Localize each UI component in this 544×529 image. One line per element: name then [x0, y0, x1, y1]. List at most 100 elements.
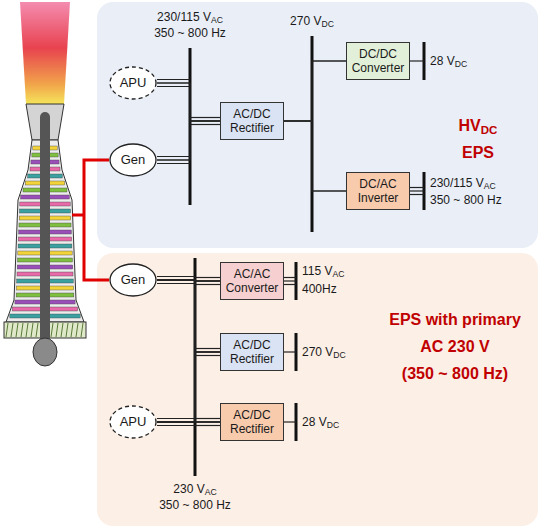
fan-blade	[31, 323, 33, 337]
bus-voltage-label: 230/115 VAC	[430, 176, 496, 190]
engine-core	[6, 140, 84, 322]
stage-stripe	[17, 272, 73, 276]
text-line: 270 VDC	[302, 345, 346, 359]
engine-fan	[4, 322, 86, 338]
stage-stripe	[25, 181, 64, 185]
fan-blade	[26, 323, 28, 337]
ellipse-shape	[110, 67, 156, 99]
text-line: Converter	[226, 281, 279, 295]
text-line: DC/AC	[358, 177, 399, 191]
bus-voltage-label: 28 VDC	[302, 415, 339, 429]
stage-stripe	[28, 174, 63, 178]
bus-voltage-label: 230 VAC	[173, 482, 216, 496]
ellipse-shape	[110, 264, 156, 296]
stage-stripe	[20, 209, 71, 213]
converter-box: DC/AC Inverter	[346, 172, 410, 210]
converter-box: AC/DC Rectifier	[220, 403, 284, 441]
converter-box: AC/DC Rectifier	[220, 102, 284, 140]
stage-stripe	[21, 195, 70, 199]
text-line: 115 VAC	[302, 264, 344, 278]
text-line: AC/DC	[230, 107, 274, 121]
text-line: AC/AC	[226, 267, 279, 281]
stage-stripe	[12, 307, 77, 311]
text-line: DC/DC	[352, 47, 405, 61]
fan-blade	[51, 323, 53, 337]
text-line: Inverter	[358, 191, 399, 205]
text-line: Gen	[121, 152, 146, 167]
bus-voltage-label: 270 VDC	[290, 14, 334, 28]
stage-stripe	[18, 244, 72, 248]
subscript: AC	[332, 269, 344, 279]
text-line: 28 VDC	[430, 54, 467, 68]
fan-blade	[56, 323, 58, 337]
fan-blade	[66, 323, 68, 337]
subscript: AC	[484, 181, 496, 191]
text-line: 400Hz	[302, 282, 337, 296]
node-label: AC/DC Rectifier	[230, 107, 274, 135]
fan-blades	[6, 323, 83, 337]
stage-stripe	[18, 237, 71, 241]
fan-blade	[61, 323, 63, 337]
fan-blade	[81, 323, 83, 337]
stage-stripe	[20, 202, 70, 206]
text-line: 230/115 VAC	[430, 176, 496, 190]
ellipse-shape	[110, 144, 156, 176]
fan-blade	[71, 323, 73, 337]
fan-blade	[41, 323, 43, 337]
node-label: DC/DC Converter	[352, 47, 405, 75]
text-line: Converter	[352, 61, 405, 75]
text-line: 28 VDC	[302, 415, 339, 429]
generator-ellipse: Gen	[109, 143, 157, 177]
stage-stripe	[31, 160, 59, 164]
subscript: DC	[333, 350, 345, 360]
engine-stages	[10, 146, 80, 318]
text-line: Rectifier	[230, 422, 274, 436]
engine-shaft	[40, 112, 50, 348]
node-label: DC/AC Inverter	[358, 177, 399, 205]
text-line: Gen	[121, 272, 146, 287]
text-line: EPS	[438, 139, 518, 166]
exhaust-flame	[20, 2, 70, 104]
stage-stripe	[32, 153, 58, 157]
fan-blade	[16, 323, 18, 337]
converter-box: DC/DC Converter	[346, 42, 410, 80]
engine-spinner	[33, 338, 57, 366]
stage-stripe	[16, 293, 74, 297]
stage-stripe	[23, 188, 67, 192]
text-line: APU	[120, 414, 147, 429]
text-line: (350 ~ 800 Hz)	[372, 360, 538, 387]
text-line: AC 230 V	[372, 333, 538, 360]
subscript: DC	[327, 420, 339, 430]
bus-voltage-label: 400Hz	[302, 282, 337, 296]
text-line: 230/115 VAC	[157, 10, 223, 24]
fan-blade	[6, 323, 8, 337]
stage-stripe	[19, 223, 71, 227]
text-line: 270 VDC	[290, 14, 334, 28]
node-label: AC/DC Rectifier	[230, 408, 274, 436]
stage-stripe	[33, 146, 57, 150]
panel-title: HVDC EPS	[438, 112, 518, 166]
converter-box: AC/AC Converter	[220, 262, 284, 300]
text-line: Rectifier	[230, 121, 274, 135]
fan-blade	[21, 323, 23, 337]
text-line: APU	[120, 75, 147, 90]
apu-ellipse: APU	[109, 66, 157, 100]
subscript: DC	[321, 19, 333, 29]
bus-voltage-label: 270 VDC	[302, 345, 346, 359]
text-line: EPS with primary	[372, 306, 538, 333]
bus-voltage-label: 350 ~ 800 Hz	[154, 26, 226, 40]
bus-voltage-label: 350 ~ 800 Hz	[159, 498, 231, 512]
text-line: AC/DC	[230, 338, 274, 352]
stage-stripe	[17, 279, 74, 283]
stage-stripe	[18, 251, 72, 255]
stage-stripe	[18, 258, 73, 262]
stage-stripe	[30, 167, 60, 171]
text-line: Rectifier	[230, 352, 274, 366]
exhaust-nozzle	[26, 104, 64, 140]
node-label: AC/DC Rectifier	[230, 338, 274, 366]
node-label: APU	[120, 414, 147, 429]
stage-stripe	[10, 314, 80, 318]
node-label: APU	[120, 75, 147, 90]
text-line: 350 ~ 800 Hz	[159, 498, 231, 512]
